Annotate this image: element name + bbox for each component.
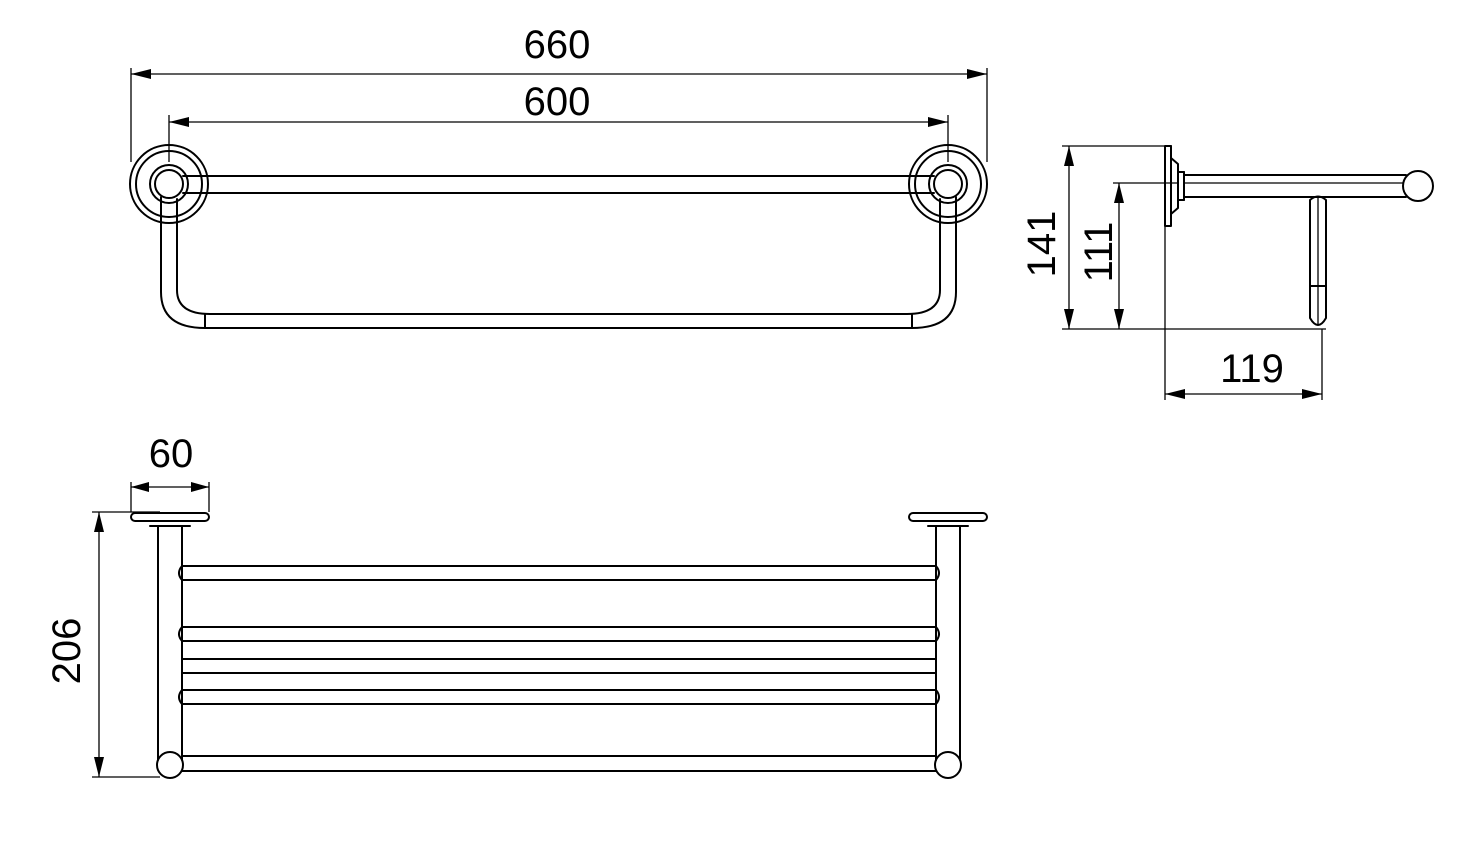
bar-width-label: 600 <box>524 80 591 124</box>
top-depth-label: 206 <box>45 618 89 685</box>
side-arm <box>1183 170 1434 202</box>
dimension-depth: 119 <box>1164 226 1323 400</box>
total-height-label: 141 <box>1020 211 1064 278</box>
dimension-flange-width: 60 <box>130 432 210 512</box>
front-view: 660 600 <box>129 23 988 329</box>
side-hanging-leg <box>1309 195 1327 326</box>
top-rail-5 <box>181 755 937 772</box>
dimension-total-height: 141 <box>1020 145 1326 330</box>
lower-u-bar <box>160 196 957 329</box>
top-rail-2 <box>178 626 940 642</box>
top-rail-1 <box>178 565 940 581</box>
dimension-bar-height: 111 <box>1077 182 1178 329</box>
side-view: 141 111 <box>1020 145 1434 400</box>
top-rail-3 <box>181 658 937 674</box>
flange-width-label: 60 <box>149 432 194 476</box>
side-wall-flange <box>1164 145 1185 227</box>
dimension-overall-width: 660 <box>130 23 988 162</box>
top-left-flange <box>130 512 210 527</box>
depth-label: 119 <box>1220 347 1284 391</box>
dimension-bar-width: 600 <box>168 80 949 162</box>
top-bar <box>182 175 935 194</box>
overall-width-label: 660 <box>524 23 591 67</box>
top-rail-4 <box>178 689 940 705</box>
top-right-flange <box>908 512 988 527</box>
dimension-top-depth: 206 <box>45 511 160 778</box>
left-wall-flange <box>129 144 209 224</box>
top-left-post <box>156 525 184 779</box>
bar-height-label: 111 <box>1077 222 1121 283</box>
top-right-post <box>934 525 962 779</box>
top-view: 60 206 <box>45 432 988 779</box>
right-wall-flange <box>908 144 988 224</box>
